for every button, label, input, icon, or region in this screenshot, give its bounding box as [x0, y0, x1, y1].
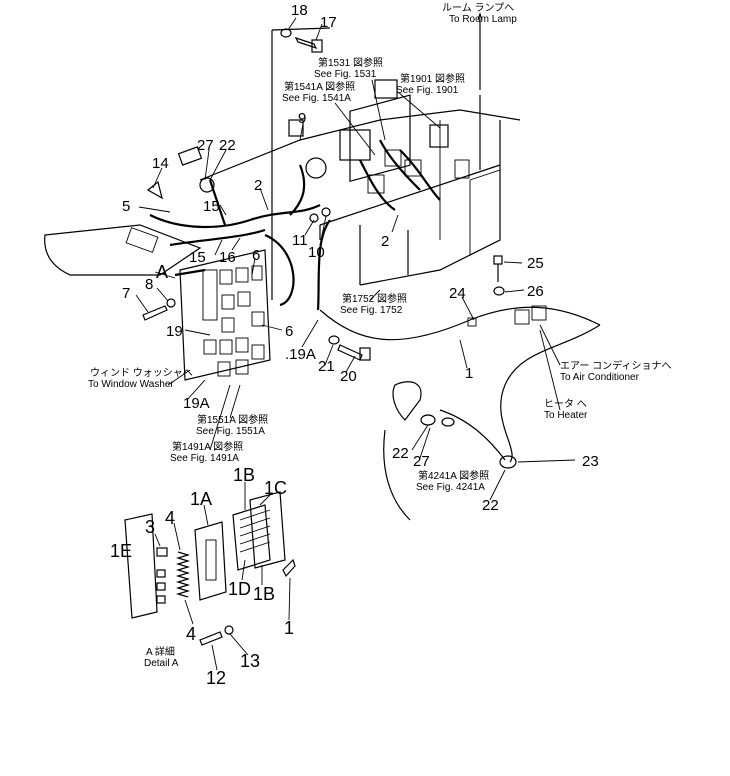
callout-27: 27: [197, 137, 214, 154]
callout-1A: 1A: [190, 489, 212, 509]
cab-panel-outline: [199, 12, 521, 300]
aircon-jp: エアー コンディショナへ: [560, 359, 671, 372]
callout-13: 13: [240, 651, 260, 671]
callout-1-detail: 1: [284, 618, 294, 638]
left-mount-shoe: [44, 224, 202, 276]
fig1531-jp: 第1531 図参照: [318, 56, 383, 69]
callout-1: 1: [465, 365, 473, 382]
heater-en: To Heater: [544, 410, 588, 421]
fig1752-en: See Fig. 1752: [340, 305, 403, 316]
washer-jp: ウィンド ウォッシャへ: [90, 367, 193, 379]
fig1541-jp: 第1541A 図参照: [284, 80, 355, 93]
detail-a-en: Detail A: [144, 658, 179, 669]
top-components: [146, 79, 470, 200]
ac-connectors: [467, 305, 547, 327]
callout-1D: 1D: [228, 579, 251, 599]
callout-17: 17: [320, 14, 337, 31]
callout-labels: 18 17 14 27 22 9 5 15 2 11 10 2 A 15 16 …: [122, 2, 599, 514]
callout-3: 3: [145, 517, 155, 537]
callout-21: 21: [318, 358, 335, 375]
callout-22: 22: [219, 137, 236, 154]
fig1551-jp: 第1551A 図参照: [197, 413, 268, 426]
callout-7: 7: [122, 285, 130, 302]
callout-15: 15: [203, 198, 220, 215]
callout-18: 18: [291, 2, 308, 19]
callout-1B-b: 1B: [253, 584, 275, 604]
callout-1E: 1E: [110, 541, 132, 561]
callout-A: A: [156, 262, 168, 282]
callout-12: 12: [206, 668, 226, 688]
fig4241-en: See Fig. 4241A: [416, 482, 485, 493]
callout-22b: 22: [392, 445, 409, 462]
fig1551-en: See Fig. 1551A: [196, 426, 265, 437]
aircon-en: To Air Conditioner: [560, 372, 640, 383]
callout-11: 11: [292, 232, 308, 249]
callout-23: 23: [582, 453, 599, 470]
room-lamp-jp: ルーム ランプへ: [442, 2, 514, 14]
callout-19A: .19A: [285, 346, 316, 363]
callout-22c: 22: [482, 497, 499, 514]
fig1531-en: See Fig. 1531: [314, 69, 377, 80]
callout-4: 4: [165, 508, 175, 528]
callout-25: 25: [527, 255, 544, 272]
callout-20: 20: [340, 368, 357, 385]
callout-1C: 1C: [264, 478, 287, 498]
callout-6: 6: [252, 247, 260, 264]
callout-4b: 4: [186, 624, 196, 644]
fig1541-en: See Fig. 1541A: [282, 93, 351, 104]
callout-26: 26: [527, 283, 544, 300]
callout-15b: 15: [189, 249, 206, 266]
fig1752-jp: 第1752 図参照: [342, 292, 407, 305]
callout-5: 5: [122, 198, 130, 215]
room-lamp-en: To Room Lamp: [449, 14, 517, 25]
heater-duct: [383, 381, 517, 521]
fig4241-jp: 第4241A 図参照: [418, 469, 489, 482]
detail-a-labels: 1B 1C 1A 3 4 1E 1D 1B 1 4 13 12: [110, 465, 294, 688]
callout-6b: 6: [285, 323, 293, 340]
detail-a: [124, 491, 296, 646]
leader-lines: [135, 17, 576, 671]
callout-24: 24: [449, 285, 466, 302]
fig1491-jp: 第1491A 図参照: [172, 440, 243, 453]
detail-a-jp: A 詳細: [146, 645, 175, 658]
harness-wires: [149, 95, 601, 463]
callout-14: 14: [152, 155, 169, 172]
callout-27b: 27: [413, 453, 430, 470]
reference-notes: ルーム ランプへ To Room Lamp 第1531 図参照 See Fig.…: [88, 2, 671, 669]
callout-9: 9: [298, 110, 306, 127]
callout-1B: 1B: [233, 465, 255, 485]
fig1901-jp: 第1901 図参照: [400, 72, 465, 85]
callout-10: 10: [308, 244, 325, 261]
callout-19A-b: 19A: [183, 395, 210, 412]
heater-jp: ヒータ へ: [544, 398, 587, 410]
washer-en: To Window Washer: [88, 379, 174, 390]
relay-bank: [174, 249, 271, 381]
callout-16: 16: [219, 249, 236, 266]
fig1491-en: See Fig. 1491A: [170, 453, 239, 464]
callout-19: 19: [166, 323, 183, 340]
fig1901-en: See Fig. 1901: [396, 85, 459, 96]
callout-2: 2: [254, 177, 262, 194]
callout-2b: 2: [381, 233, 389, 250]
callout-8: 8: [145, 276, 153, 293]
terminal-rows: [232, 491, 286, 571]
fasteners-main: [142, 28, 505, 361]
